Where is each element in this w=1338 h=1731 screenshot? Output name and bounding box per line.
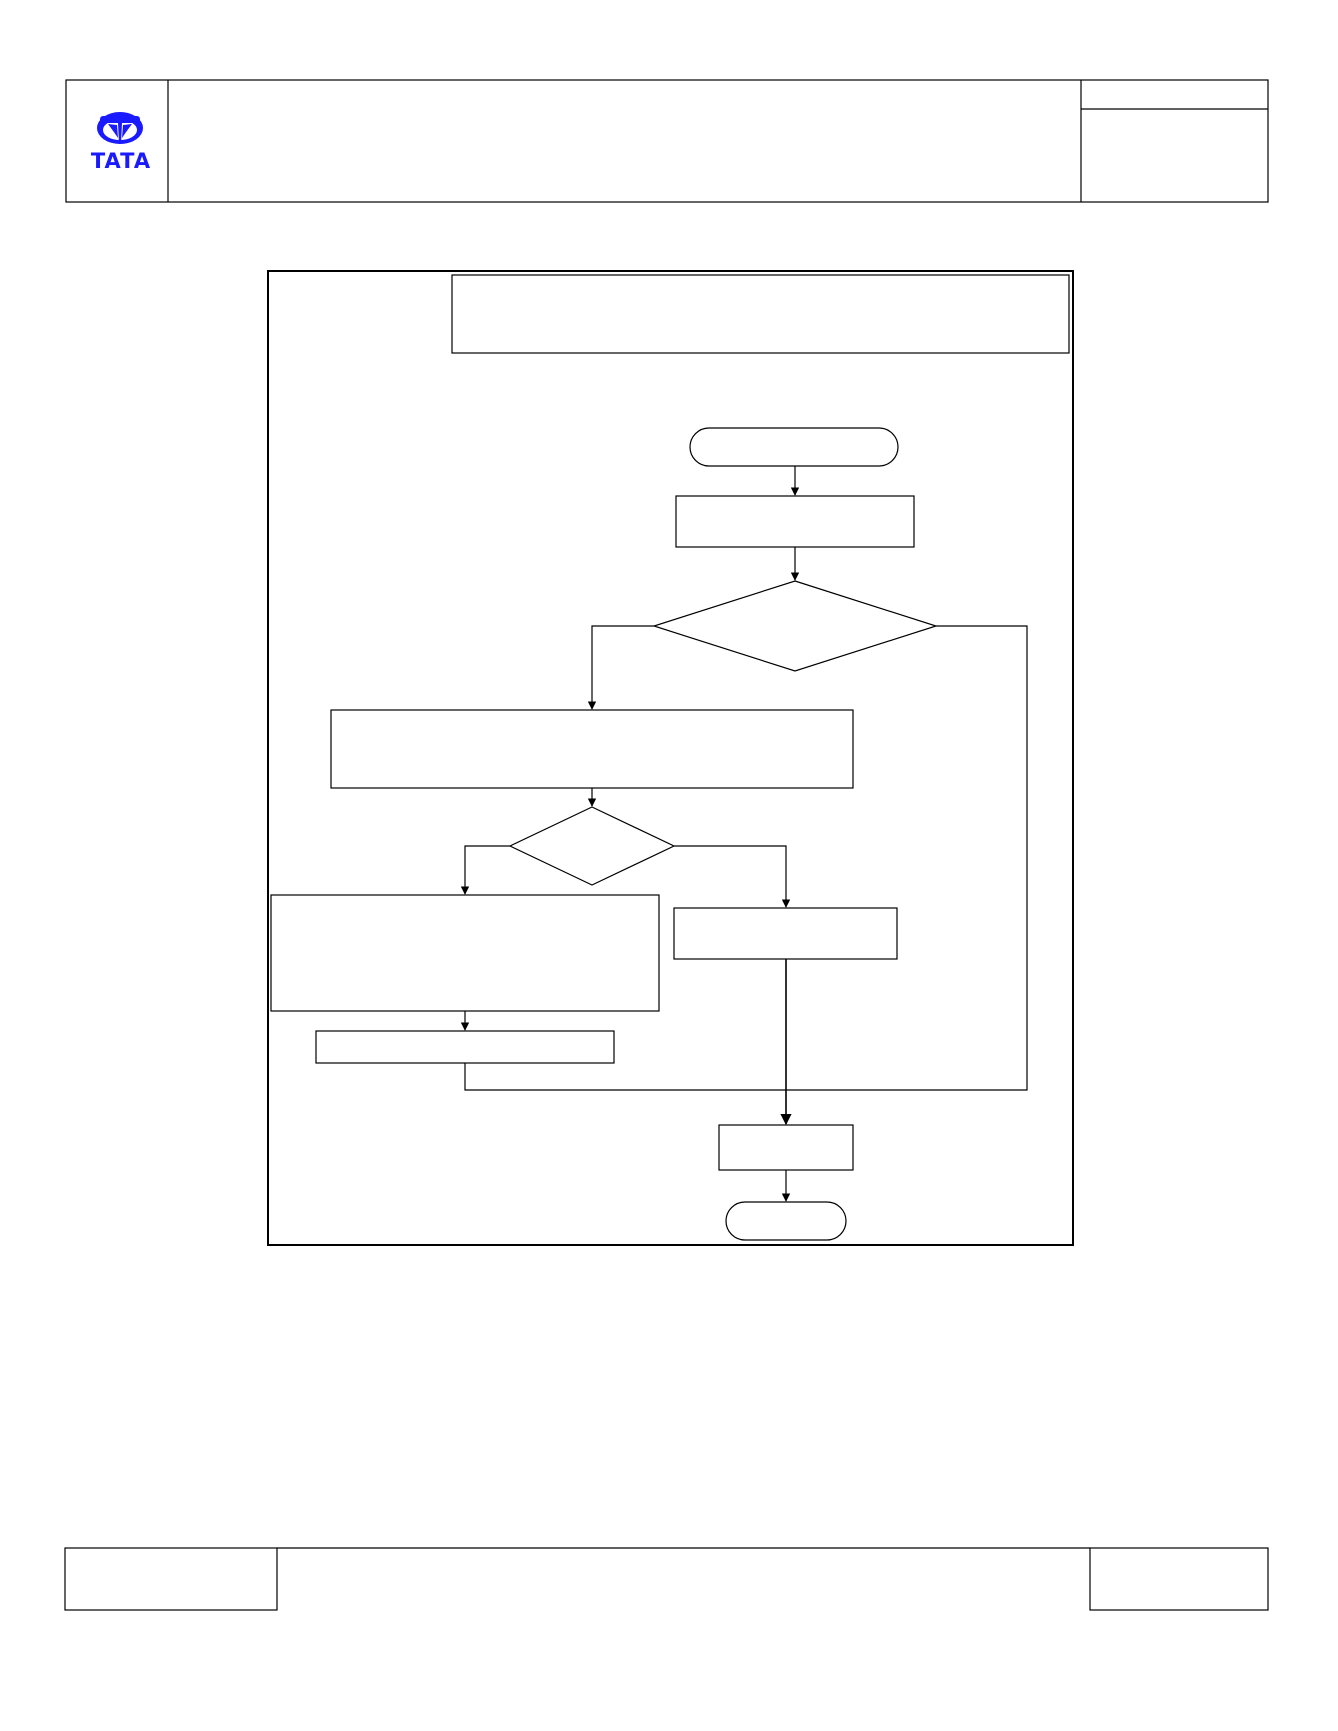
flowchart-title-box [451,274,1070,354]
line-decision1-right [464,625,1028,1091]
process-box-5 [315,1030,615,1064]
tata-emblem-icon [97,112,143,144]
logo-wordmark: TATA [91,149,151,173]
process-box-3 [270,894,660,1012]
decision-diamond-2 [508,806,676,886]
header-table [65,79,1269,203]
process-box-4 [673,907,898,960]
footer-table [64,1547,1269,1611]
tata-logo: TATA [91,112,151,173]
process-box-6 [718,1124,854,1171]
connectors [460,466,1028,1202]
end-terminator [725,1201,847,1241]
flowchart-frame [267,270,1074,1246]
arrow-decision1-left [587,625,654,710]
arrow-decision2-right [674,845,791,908]
arrow-decision2-left [460,845,510,895]
process-box-2 [330,709,854,789]
process-box-1 [675,495,915,548]
start-terminator [689,427,899,467]
decision-diamond-1 [652,580,938,672]
